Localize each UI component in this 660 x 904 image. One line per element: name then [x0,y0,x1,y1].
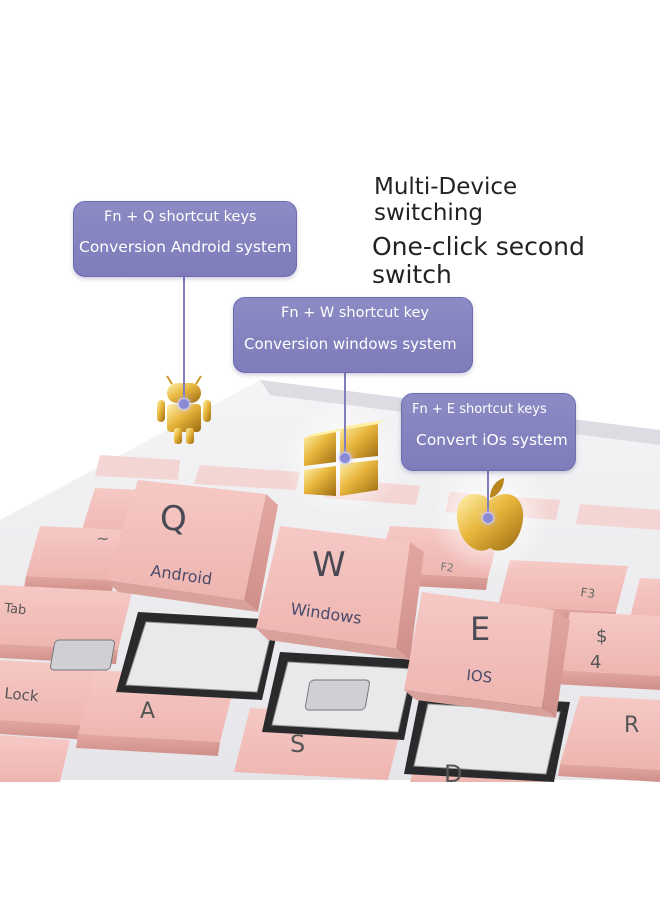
key-tilde-label: ~ [96,529,109,548]
key-w-raised [256,526,424,660]
key-a-letter: A [140,699,155,724]
key-tilde [26,526,128,580]
key-lock-label: Lock [4,684,40,706]
headline-line3: One-click second [372,232,585,261]
key-lock [0,660,108,726]
callout-windows-description: Conversion windows system [244,335,457,353]
key-four-label: 4 [590,652,601,673]
callout-android: Fn + Q shortcut keys Conversion Android … [73,201,297,277]
key-e-raised [404,592,570,718]
callout-dot-apple [482,512,494,524]
key-four [556,612,660,676]
callout-leader-apple [487,470,489,516]
headline-line1: Multi-Device [374,174,518,200]
callout-android-shortcut: Fn + Q shortcut keys [104,209,257,225]
key-e-label: IOS [466,666,494,687]
callout-leader-windows [344,372,346,458]
key-e-letter: E [470,610,490,648]
callout-apple: Fn + E shortcut keys Convert iOs system [401,393,576,471]
key-s-letter: S [290,730,305,758]
callout-dot-android [178,398,190,410]
key-q-raised [106,480,278,612]
callout-apple-shortcut: Fn + E shortcut keys [412,402,547,417]
callout-apple-description: Convert iOs system [416,431,568,449]
key-q-letter: Q [160,499,187,539]
headline-line2: switching [374,200,483,226]
key-r [560,696,660,770]
windows-icon [304,420,384,496]
callout-leader-android [183,275,185,403]
key-tab [0,585,132,650]
callout-windows: Fn + W shortcut key Conversion windows s… [233,297,473,373]
key-dollar-label: $ [596,626,607,647]
key-f3-label: F3 [580,585,596,601]
key-r-letter: R [624,713,639,738]
key-d-letter: D [444,760,462,788]
switch-mechanisms [49,612,570,782]
callout-dot-windows [339,452,351,464]
headline-line4: switch [372,260,452,289]
android-icon [157,375,211,444]
key-f2-label: F2 [440,560,455,575]
callout-windows-shortcut: Fn + W shortcut key [281,305,429,321]
callout-android-description: Conversion Android system [79,238,292,256]
key-tab-label: Tab [3,601,27,618]
key-w-letter: W [312,545,346,585]
